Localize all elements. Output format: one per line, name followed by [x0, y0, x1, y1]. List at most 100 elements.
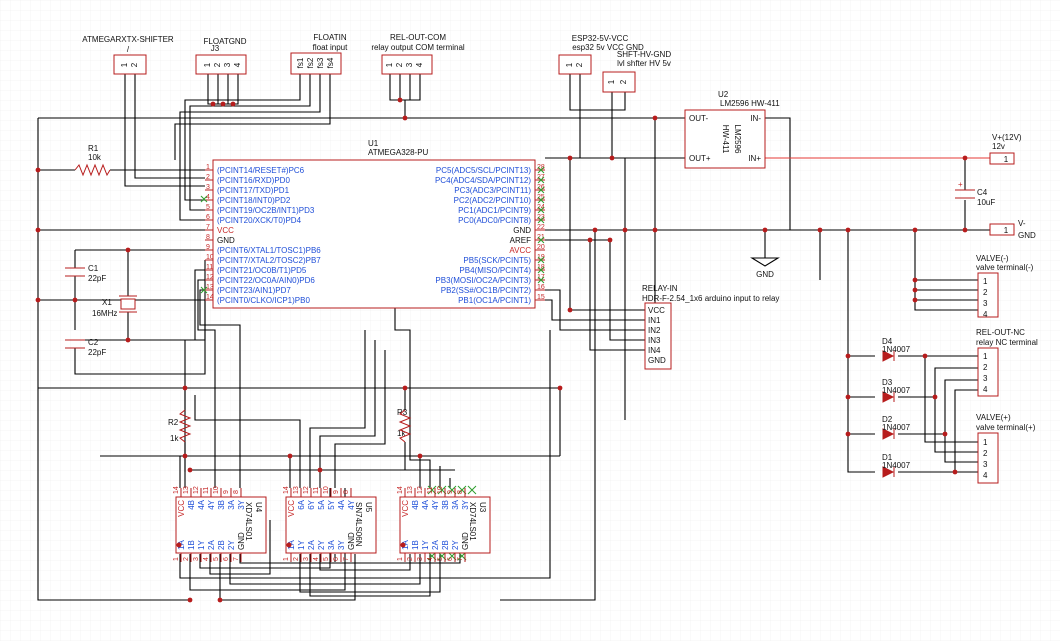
ic-pin-name: 2Y [317, 540, 326, 550]
connector-shft-hv[interactable]: SHFT-HV-GND lvl shfter HV 5v 1 2 [602, 50, 671, 93]
resistor-zigzag [178, 409, 192, 443]
mcu-pin-number: 18 [537, 264, 545, 271]
ic-u3[interactable]: 14VCC11A134B21B124A31Y114Y42A103B52B93A6… [397, 486, 491, 562]
resistor-r3[interactable]: R3 1k [397, 408, 412, 443]
mcu-body [212, 159, 536, 309]
ic-pin-name: VCC [177, 500, 186, 517]
mcu-pin-name: PB3(MOSI/OC2A/PCINT3) [435, 276, 531, 285]
capacitor-c4[interactable]: + C4 10uF [955, 180, 995, 207]
relay-pin-label: IN2 [648, 326, 661, 335]
mcu-pin-number: 21 [537, 234, 545, 241]
pin-label: 1 [203, 62, 212, 67]
connector-value: J3 [211, 44, 220, 53]
mcu-pin-number: 25 [537, 194, 545, 201]
connector-pin-label: 3 [983, 374, 988, 383]
connector-esp32[interactable]: ESP32-5V-VCC esp32 5v VCC GND 1 2 [558, 34, 644, 75]
ic-body [175, 496, 267, 554]
mcu-u1[interactable]: U1 ATMEGA328-PU 1(PCINT14/RESET#)PC62(PC… [205, 139, 545, 309]
pin-name: OUT+ [689, 154, 711, 163]
ic-pin-number: 1 [173, 557, 180, 561]
ic-pin-name: 4Y [431, 499, 440, 509]
ic-pin-name: 3Y [237, 499, 246, 509]
gnd-label: GND [756, 270, 774, 279]
pin-label: 3 [223, 62, 232, 67]
connector-floatgnd[interactable]: FLOATGND J3 1 2 3 4 [195, 37, 247, 75]
resistor-r1[interactable]: R1 10k [74, 144, 111, 177]
component-ref: X1 [102, 298, 112, 307]
ic-pin-name: 5Y [327, 499, 336, 509]
mcu-pin-name: PC0(ADC0/PCINT8) [458, 216, 531, 225]
junction-dots [35, 97, 968, 603]
ic-pin-number: 8 [457, 490, 464, 494]
ic-pin-name: 1Y [297, 540, 306, 550]
ic-u5[interactable]: 14VCC11A136A21Y126Y32A115A42Y105Y53A94A6… [283, 486, 377, 562]
ic-pin-number: 14 [397, 486, 404, 494]
relay-pin-label: GND [648, 356, 666, 365]
mcu-pin-number: 22 [537, 224, 545, 231]
connector-name: ESP32-5V-VCC [572, 34, 629, 43]
connector-name: V- [1018, 219, 1026, 228]
connector-body [113, 54, 147, 75]
ic-u4[interactable]: 14VCC11A134B21B124A31Y114Y42A103B52B93A6… [173, 486, 267, 562]
component-ref: D1 [882, 453, 893, 462]
mcu-pin-number: 1 [206, 164, 210, 171]
ic-pin-name: 1A [177, 540, 186, 550]
mcu-pin-number: 7 [206, 224, 210, 231]
mcu-pin-name: PC2(ADC2/PCINT10) [454, 196, 532, 205]
ic-pin-number: 12 [193, 486, 200, 494]
regulator-u2[interactable]: U2 LM2596 HW-411 OUT- OUT+ IN- IN+ LM259… [684, 90, 780, 169]
ic-pin-name: 4A [421, 499, 430, 509]
connector-body [989, 223, 1015, 236]
component-value: 1k [170, 434, 179, 443]
mcu-pin-name: GND [513, 226, 531, 235]
ground-symbol: GND [750, 257, 780, 279]
pin-name: IN- [750, 114, 761, 123]
mcu-pin-number: 5 [206, 204, 210, 211]
ic-pin-number: 10 [437, 486, 444, 494]
ic-pin-name: 3Y [461, 499, 470, 509]
mcu-pin-name: PB2(SS#/OC1B/PCINT2) [441, 286, 532, 295]
resistor-r2[interactable]: R2 1k [168, 409, 192, 443]
relay-pin-label: IN3 [648, 336, 661, 345]
ic-pin-name: 1A [401, 540, 410, 550]
ic-pin-name: 3Y [337, 540, 346, 550]
capacitor-c1[interactable]: C1 22pF [65, 264, 106, 283]
ic-pin-number: 13 [293, 486, 300, 494]
ic-pin-name: 2A [207, 540, 216, 550]
ic-pin1-marker [176, 542, 182, 548]
crystal-x1[interactable]: X1 16MHz [92, 295, 137, 318]
connector-name: VALVE(-) [976, 254, 1009, 263]
connector-vminus[interactable]: V- GND 1 [989, 219, 1036, 240]
component-value: 1N4007 [882, 461, 911, 470]
connector-rel-out-com[interactable]: REL-OUT-COM relay output COM terminal 1 … [371, 33, 465, 75]
connector-name: REL-OUT-NC [976, 328, 1025, 337]
ic-pin-number: 3 [417, 557, 424, 561]
mcu-pin-name: PC4(ADC4/SDA/PCINT12) [435, 176, 531, 185]
connector-vplus[interactable]: V+(12V) 12v 1 [989, 133, 1022, 165]
ic-pin-name: 1A [287, 540, 296, 550]
mcu-pin-name: PC1(ADC1/PCINT9) [458, 206, 531, 215]
connector-relay-in[interactable]: RELAY-IN HDR-F-2.54_1x6 arduino input to… [642, 284, 779, 370]
mcu-pin-number: 17 [537, 274, 545, 281]
capacitor-c2[interactable]: C2 22pF [65, 338, 106, 357]
pin-label: 1 [607, 79, 616, 84]
connector-floatin[interactable]: FLOATIN float input fs1 fs2 fs3 fs4 [290, 33, 348, 75]
mcu-pin-name: PB1(OC1A/PCINT1) [458, 296, 531, 305]
connector-shifter[interactable]: ATMEGARXTX-SHIFTER / 1 2 [82, 35, 174, 75]
ic-pin-name: 1B [187, 540, 196, 550]
component-ref: D3 [882, 378, 893, 387]
mcu-pin-name: PC3(ADC3/PCINT11) [454, 186, 531, 195]
connector-value: / [127, 45, 130, 54]
mcu-left-pins: 1(PCINT14/RESET#)PC62(PCINT16/RXD)PD03(P… [205, 164, 321, 305]
